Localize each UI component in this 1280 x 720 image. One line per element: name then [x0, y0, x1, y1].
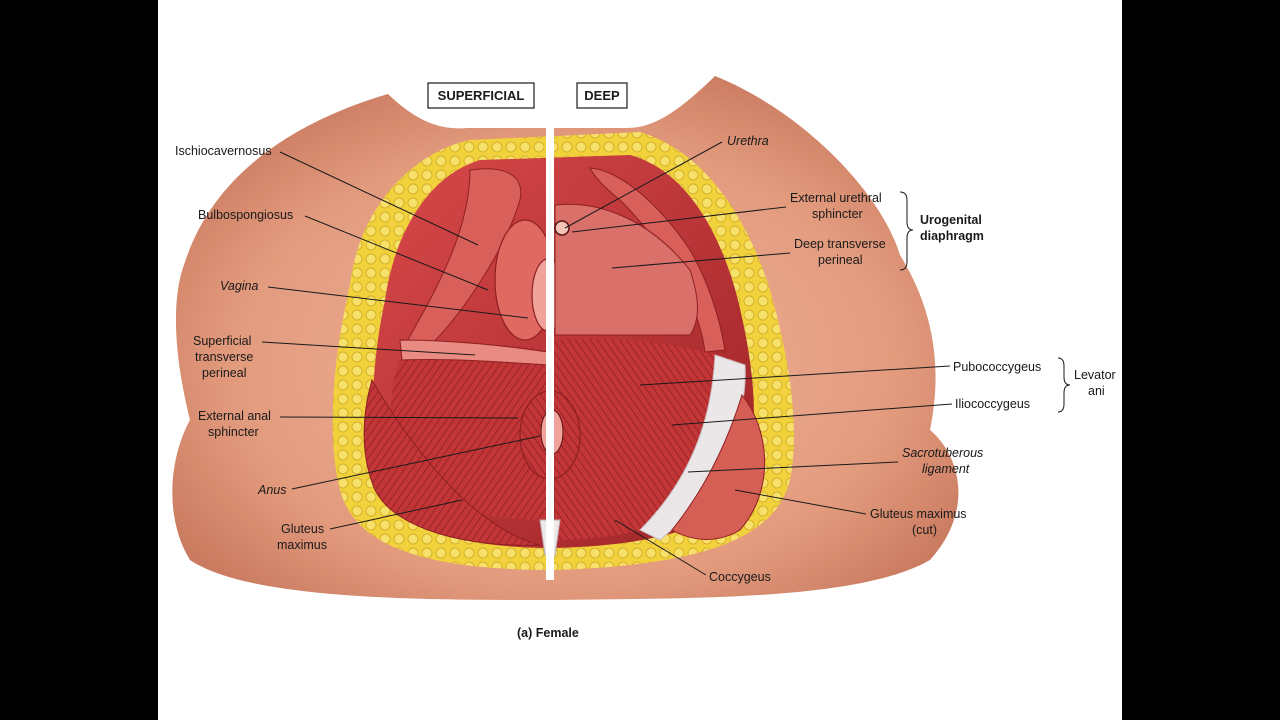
leader-anus: [291, 435, 541, 490]
label-gluteus-maximus-2: maximus: [277, 538, 327, 552]
ischiocavernosus-shape: [404, 168, 522, 356]
label-external-anal-sphincter-2: sphincter: [208, 425, 259, 439]
label-urethra: Urethra: [727, 134, 769, 148]
label-external-urethral-sphincter-1: External urethral: [790, 191, 882, 205]
ischiopubic-ramus-shape: [589, 167, 726, 353]
label-superficial-transverse-2: transverse: [195, 350, 253, 364]
label-pubococcygeus: Pubococcygeus: [953, 360, 1041, 374]
label-bulbospongiosus: Bulbospongiosus: [198, 208, 293, 222]
label-sacrotuberous-2: ligament: [922, 462, 970, 476]
gluteus-shape: [363, 378, 541, 546]
leader-coccygeus: [614, 519, 707, 576]
label-coccygeus: Coccygeus: [709, 570, 771, 584]
label-sacrotuberous-1: Sacrotuberous: [902, 446, 983, 460]
label-deep-transverse-1: Deep transverse: [794, 237, 886, 251]
leader-gluteus-cut: [734, 489, 867, 515]
label-levator-ani-2: ani: [1088, 384, 1105, 398]
superficial-tag-text: SUPERFICIAL: [438, 88, 525, 103]
label-levator-ani-1: Levator: [1074, 368, 1116, 382]
deep-tag-text: DEEP: [584, 88, 620, 103]
label-vagina: Vagina: [220, 279, 259, 293]
deep-tag: DEEP: [576, 82, 628, 109]
leader-urethra: [564, 141, 723, 229]
bracket-urogenital: [899, 191, 914, 271]
label-iliococcygeus: Iliococcygeus: [955, 397, 1030, 411]
label-gluteus-maximus-1: Gluteus: [281, 522, 324, 536]
figure-caption: (a) Female: [517, 626, 579, 640]
leader-sacrotuberous: [687, 461, 899, 473]
leader-ischiocavernosus: [279, 151, 479, 246]
label-gluteus-cut-1: Gluteus maximus: [870, 507, 967, 521]
label-superficial-transverse-1: Superficial: [193, 334, 251, 348]
label-external-urethral-sphincter-2: sphincter: [812, 207, 863, 221]
gluteus-cut-shape: [671, 393, 766, 540]
urogenital-diaphragm-shape: [554, 203, 698, 336]
midline-divider: [546, 120, 554, 580]
leader-external-urethral-sphincter: [571, 206, 787, 233]
label-ischiocavernosus: Ischiocavernosus: [175, 144, 272, 158]
leader-vagina: [267, 286, 529, 319]
label-superficial-transverse-3: perineal: [202, 366, 246, 380]
leader-gluteus-maximus: [329, 499, 463, 530]
bracket-levator-ani: [1057, 357, 1071, 413]
leader-external-anal-sphincter: [279, 416, 519, 419]
leader-superficial-transverse: [261, 341, 476, 356]
label-urogenital-1: Urogenital: [920, 213, 982, 227]
urethra-shape: [554, 220, 570, 236]
label-external-anal-sphincter-1: External anal: [198, 409, 271, 423]
leader-iliococcygeus: [671, 403, 953, 426]
label-gluteus-cut-2: (cut): [912, 523, 937, 537]
superficial-tag: SUPERFICIAL: [427, 82, 535, 109]
leader-pubococcygeus: [639, 365, 951, 386]
label-deep-transverse-2: perineal: [818, 253, 862, 267]
label-urogenital-2: diaphragm: [920, 229, 984, 243]
leader-deep-transverse: [611, 252, 791, 269]
label-anus: Anus: [257, 483, 287, 497]
leader-bulbospongiosus: [304, 215, 489, 291]
